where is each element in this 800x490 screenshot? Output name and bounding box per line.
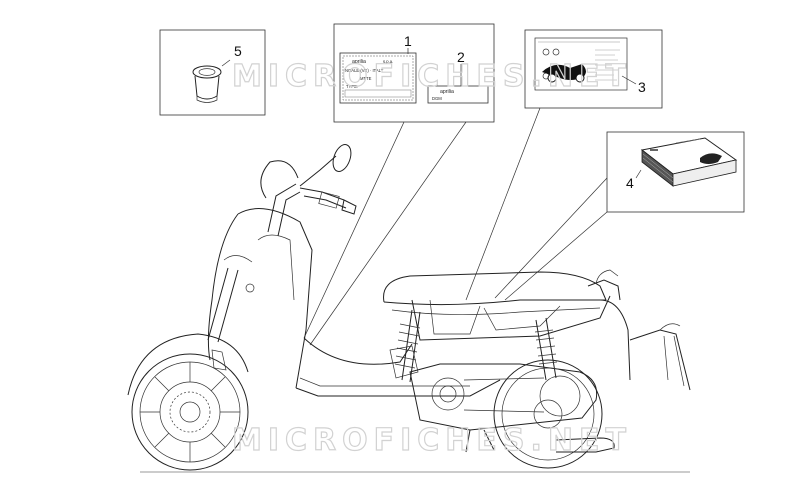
bush-cap-part	[192, 65, 222, 103]
tyre-pressure-label	[534, 37, 628, 91]
callout-2: 2	[457, 49, 465, 65]
owners-manual	[640, 137, 738, 187]
plate-mtte: MTTE	[360, 76, 372, 81]
plate-company: s.p.a.	[383, 59, 393, 64]
watermark-bottom: MICROFICHES.NET	[232, 423, 632, 458]
callout-4: 4	[626, 175, 634, 191]
model-decal: aprilia DGM	[427, 85, 489, 104]
decal-brand: aprilia	[440, 89, 454, 95]
part-box-5	[159, 29, 266, 116]
callout-5: 5	[234, 43, 242, 59]
callout-3: 3	[638, 79, 646, 95]
leader-lines	[221, 48, 642, 346]
plate-brand: aprilia	[352, 59, 366, 65]
watermark-top: MICROFICHES.NET	[232, 59, 632, 94]
identification-plate: aprilia s.p.a. NOALE (VE) · ITALY MTTE T…	[339, 52, 417, 104]
callout-1: 1	[404, 33, 412, 49]
scooter-outline-drawing	[127, 144, 691, 473]
plate-type: TYPE:	[346, 84, 358, 89]
decal-model: DGM	[432, 96, 442, 101]
plate-address: NOALE (VE) · ITALY	[345, 68, 384, 73]
